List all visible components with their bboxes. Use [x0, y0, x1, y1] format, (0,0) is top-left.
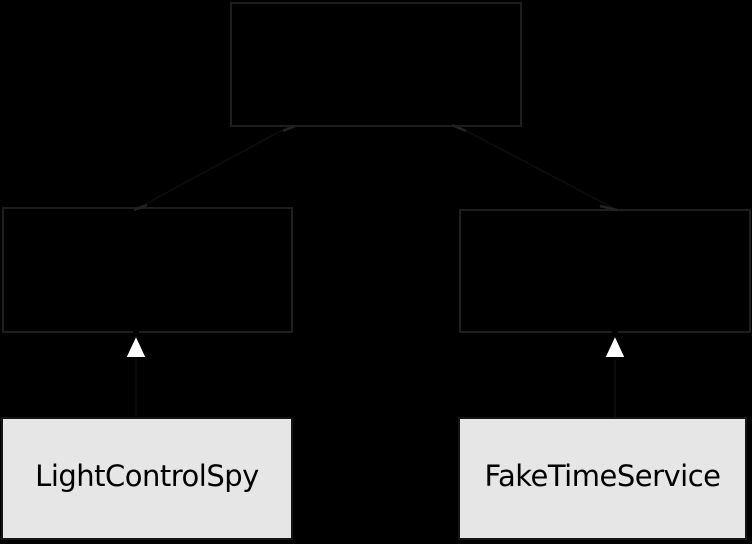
generalization-arrowhead-left-icon [125, 334, 147, 358]
class-box-faketimeservice: FakeTimeService [458, 417, 747, 540]
connector-line-top-to-midleft [139, 126, 289, 208]
connector-line-top-to-midright [458, 126, 614, 209]
class-box-lightcontrolspy: LightControlSpy [1, 417, 293, 540]
class-label-lightcontrolspy: LightControlSpy [35, 459, 259, 493]
generalization-arrowhead-right-icon [604, 334, 626, 358]
class-box-top [230, 2, 522, 127]
class-box-middle-left [2, 207, 293, 333]
class-label-faketimeservice: FakeTimeService [484, 459, 721, 493]
class-box-middle-right [459, 209, 751, 333]
